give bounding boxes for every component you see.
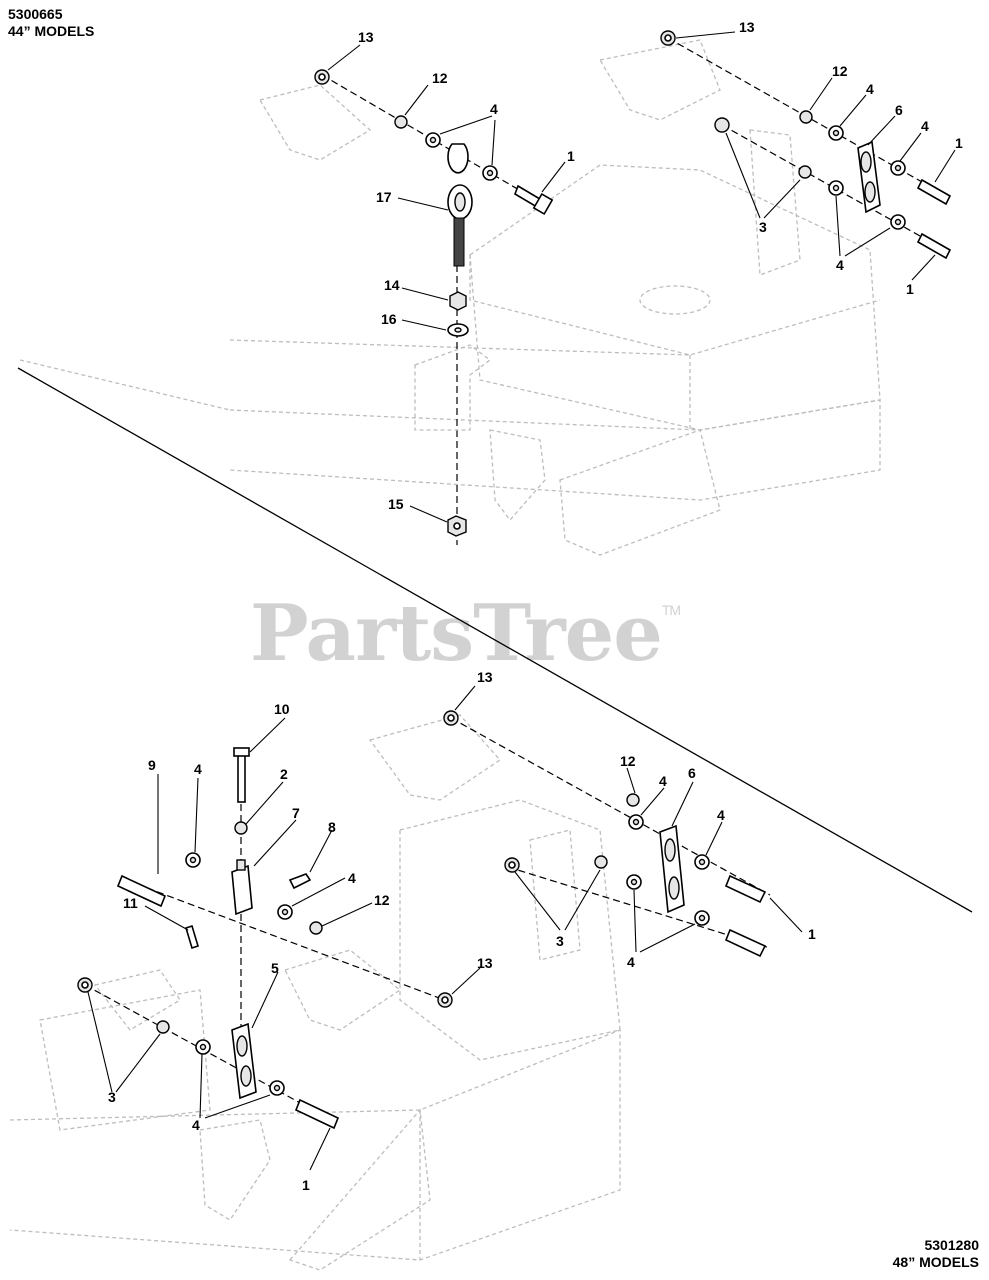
chain-6-bottom: [659, 824, 685, 914]
callout-12: 12: [832, 63, 848, 79]
callout-6: 6: [895, 102, 903, 118]
callout-10: 10: [274, 701, 290, 717]
bolt-9: [116, 874, 167, 908]
watermark-tm: TM: [661, 602, 681, 618]
callout-2: 2: [280, 766, 288, 782]
bottom-header: 5301280 48” MODELS: [893, 1237, 979, 1271]
nut-12-top-left: [394, 115, 408, 129]
callout-12: 12: [432, 70, 448, 86]
chain-link-17: [447, 143, 469, 174]
callout-15: 15: [388, 496, 404, 512]
callout-4: 4: [194, 761, 202, 777]
callout-3: 3: [759, 219, 767, 235]
top-model-label: 44” MODELS: [8, 23, 95, 39]
callouts: 13 12 4 1 17 14 16 15 13 12 4 6 4 1 3 4 …: [108, 19, 963, 1193]
threaded-rod-17: [453, 217, 465, 267]
callout-13: 13: [477, 955, 493, 971]
callout-1: 1: [302, 1177, 310, 1193]
nut-2: [234, 821, 248, 835]
bolt-10: [237, 751, 246, 803]
callout-4: 4: [659, 773, 667, 789]
callout-6: 6: [688, 765, 696, 781]
watermark-text: PartsTree: [250, 588, 663, 679]
callout-7: 7: [292, 805, 300, 821]
callout-12: 12: [620, 753, 636, 769]
pin-8: [288, 873, 312, 890]
bottom-deck-ghost: [9, 714, 621, 1271]
callout-4: 4: [866, 81, 874, 97]
nut-14: [449, 291, 467, 311]
bottom-model-label: 48” MODELS: [892, 1254, 979, 1270]
callout-12: 12: [374, 892, 390, 908]
callout-4: 4: [836, 257, 844, 273]
top-part-number: 5300665: [8, 6, 63, 22]
callout-13: 13: [358, 29, 374, 45]
section-divider: [17, 367, 973, 913]
top-header: 5300665 44” MODELS: [8, 6, 94, 40]
callout-14: 14: [384, 277, 400, 293]
callout-4: 4: [490, 101, 498, 117]
callout-13: 13: [739, 19, 755, 35]
bottom-right-parts: [443, 710, 767, 958]
callout-16: 16: [381, 311, 397, 327]
callout-1: 1: [955, 135, 963, 151]
callout-4: 4: [192, 1117, 200, 1133]
clevis-7: [231, 864, 253, 916]
callout-3: 3: [556, 933, 564, 949]
callout-4: 4: [921, 118, 929, 134]
top-left-parts: [314, 69, 554, 537]
bottom-axes: [84, 717, 771, 1123]
callout-4: 4: [717, 807, 725, 823]
callout-4: 4: [348, 870, 356, 886]
cotter-pin-11: [185, 924, 199, 950]
callout-1: 1: [567, 148, 575, 164]
bottom-left-parts: [77, 747, 453, 1130]
callout-1: 1: [808, 926, 816, 942]
callout-13: 13: [477, 669, 493, 685]
callout-1: 1: [906, 281, 914, 297]
chain-5: [231, 1022, 257, 1100]
top-right-parts: [660, 30, 952, 260]
callout-4: 4: [627, 954, 635, 970]
callout-11: 11: [123, 895, 138, 911]
watermark: PartsTreeTM: [250, 588, 681, 679]
leader-lines: [87, 31, 956, 1171]
callout-9: 9: [148, 757, 156, 773]
bottom-part-number: 5301280: [924, 1237, 979, 1253]
callout-3: 3: [108, 1089, 116, 1105]
callout-17: 17: [376, 189, 392, 205]
callout-5: 5: [271, 960, 279, 976]
top-deck-ghost: [19, 39, 881, 556]
callout-8: 8: [328, 819, 336, 835]
